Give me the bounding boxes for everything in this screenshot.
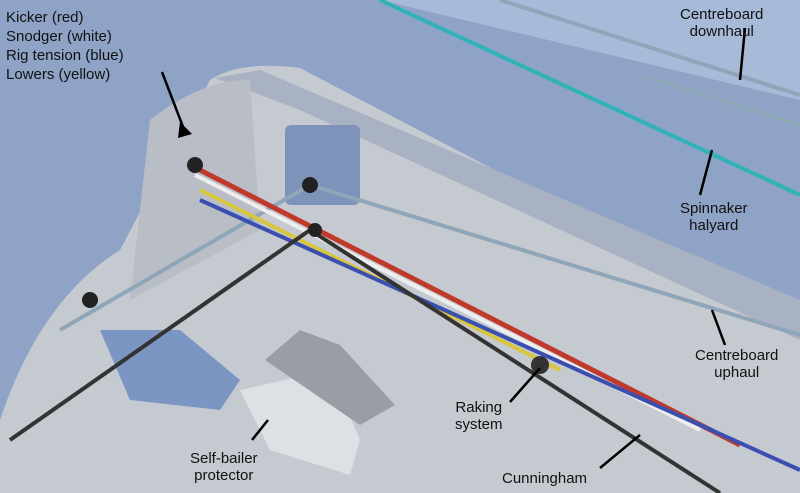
label-line: protector [194,467,254,484]
legend-snodger: Snodger (white) [6,28,112,45]
label-self-bailer-protector: Self-bailer protector [190,450,258,484]
raking-pointer [509,367,541,403]
centreboard-downhaul-rope-2 [649,76,800,127]
spinnaker-halyard-rope [379,0,800,197]
kicker-rope [188,162,742,448]
bulkhead [130,80,260,300]
arrowhead [178,122,192,138]
block [82,292,98,308]
label-raking-system: Raking system [455,399,503,433]
side-tank-wall [215,70,800,340]
self-bailer [265,330,395,425]
rig-tension-rope [199,198,800,472]
rope-colour-legend: Kicker (red) Snodger (white) Rig tension… [6,8,124,84]
spinnaker-pointer [698,149,714,196]
label-line: Centreboard [680,6,764,23]
cunningham-pointer [599,434,641,469]
label-line: downhaul [689,23,754,40]
label-centreboard-downhaul: Centreboard downhaul [680,6,763,40]
label-line: uphaul [714,364,760,381]
block [187,157,203,173]
base-plate [100,330,240,410]
raking-block [531,356,549,374]
label-line: Spinnaker [680,200,748,217]
label-line: halyard [689,217,739,234]
label-line: Raking [455,399,503,416]
centreboard-downhaul-rope [499,0,800,97]
cunningham-rope [308,228,722,493]
legend-rig-tension: Rig tension (blue) [6,47,124,64]
block [302,177,318,193]
label-line: Centreboard [695,347,779,364]
gunwale [0,0,800,100]
label-centreboard-uphaul: Centreboard uphaul [695,347,778,381]
label-line: Self-bailer [190,450,258,467]
block [308,223,322,237]
legend-kicker: Kicker (red) [6,9,84,26]
cunningham-rope-2 [8,228,312,442]
downhaul-pointer [738,27,747,81]
legend-lowers: Lowers (yellow) [6,66,111,83]
centreboard-uphaul-rope [309,183,800,337]
legend-arrow [160,71,187,133]
label-spinnaker-halyard: Spinnaker halyard [680,200,748,234]
centreboard-uphaul-rope-2 [58,183,312,332]
bailer-pointer [251,419,269,441]
label-cunningham: Cunningham [502,470,588,487]
uphaul-pointer [710,309,727,346]
label-line: system [455,416,503,433]
